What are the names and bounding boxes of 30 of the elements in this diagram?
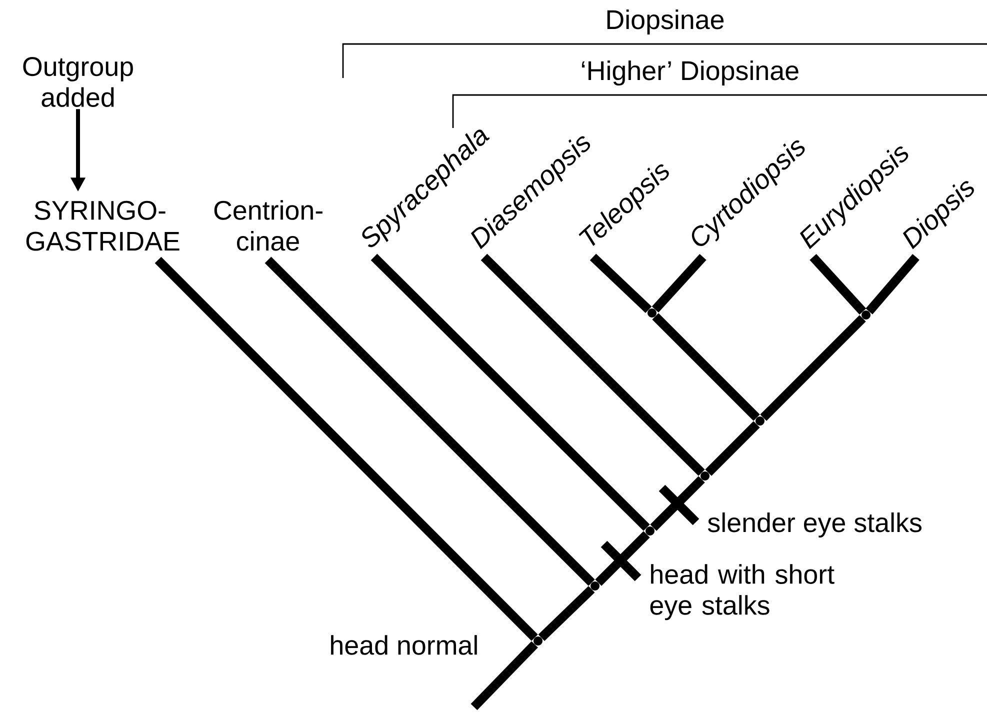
branch-line — [652, 313, 760, 421]
branch-line — [590, 254, 652, 314]
branch-point — [648, 308, 656, 318]
taxon-label: SYRINGO-GASTRIDAE — [26, 200, 180, 251]
character-label: head normal — [331, 635, 477, 655]
branch-line — [650, 476, 705, 531]
branch-line — [154, 256, 538, 641]
branch-point — [862, 310, 870, 320]
character-label: head with short eye stalks — [650, 564, 834, 620]
branch-line — [370, 254, 650, 531]
branch-point — [590, 582, 600, 590]
branch-point — [756, 416, 764, 426]
branch-point — [534, 636, 542, 646]
branch-line — [595, 531, 650, 586]
branch-line — [760, 315, 866, 421]
clade-label: Diopsinae — [607, 9, 724, 35]
taxon-label: Centrion-cinae — [214, 200, 322, 251]
branch-line — [264, 256, 595, 586]
branch-line — [480, 254, 705, 476]
clade-label: ‘Higher’ Diopsinae — [582, 60, 798, 86]
branch-line — [538, 586, 595, 641]
branch-line — [470, 641, 538, 710]
branch-line — [705, 421, 760, 476]
branch-line — [810, 254, 866, 315]
branch-point — [646, 526, 654, 536]
taxon-label: Outgroup added — [23, 57, 133, 107]
character-label: slender eye stalks — [708, 512, 922, 538]
branch-point — [700, 472, 710, 480]
branch-line — [652, 254, 706, 313]
branch-line — [866, 254, 920, 314]
